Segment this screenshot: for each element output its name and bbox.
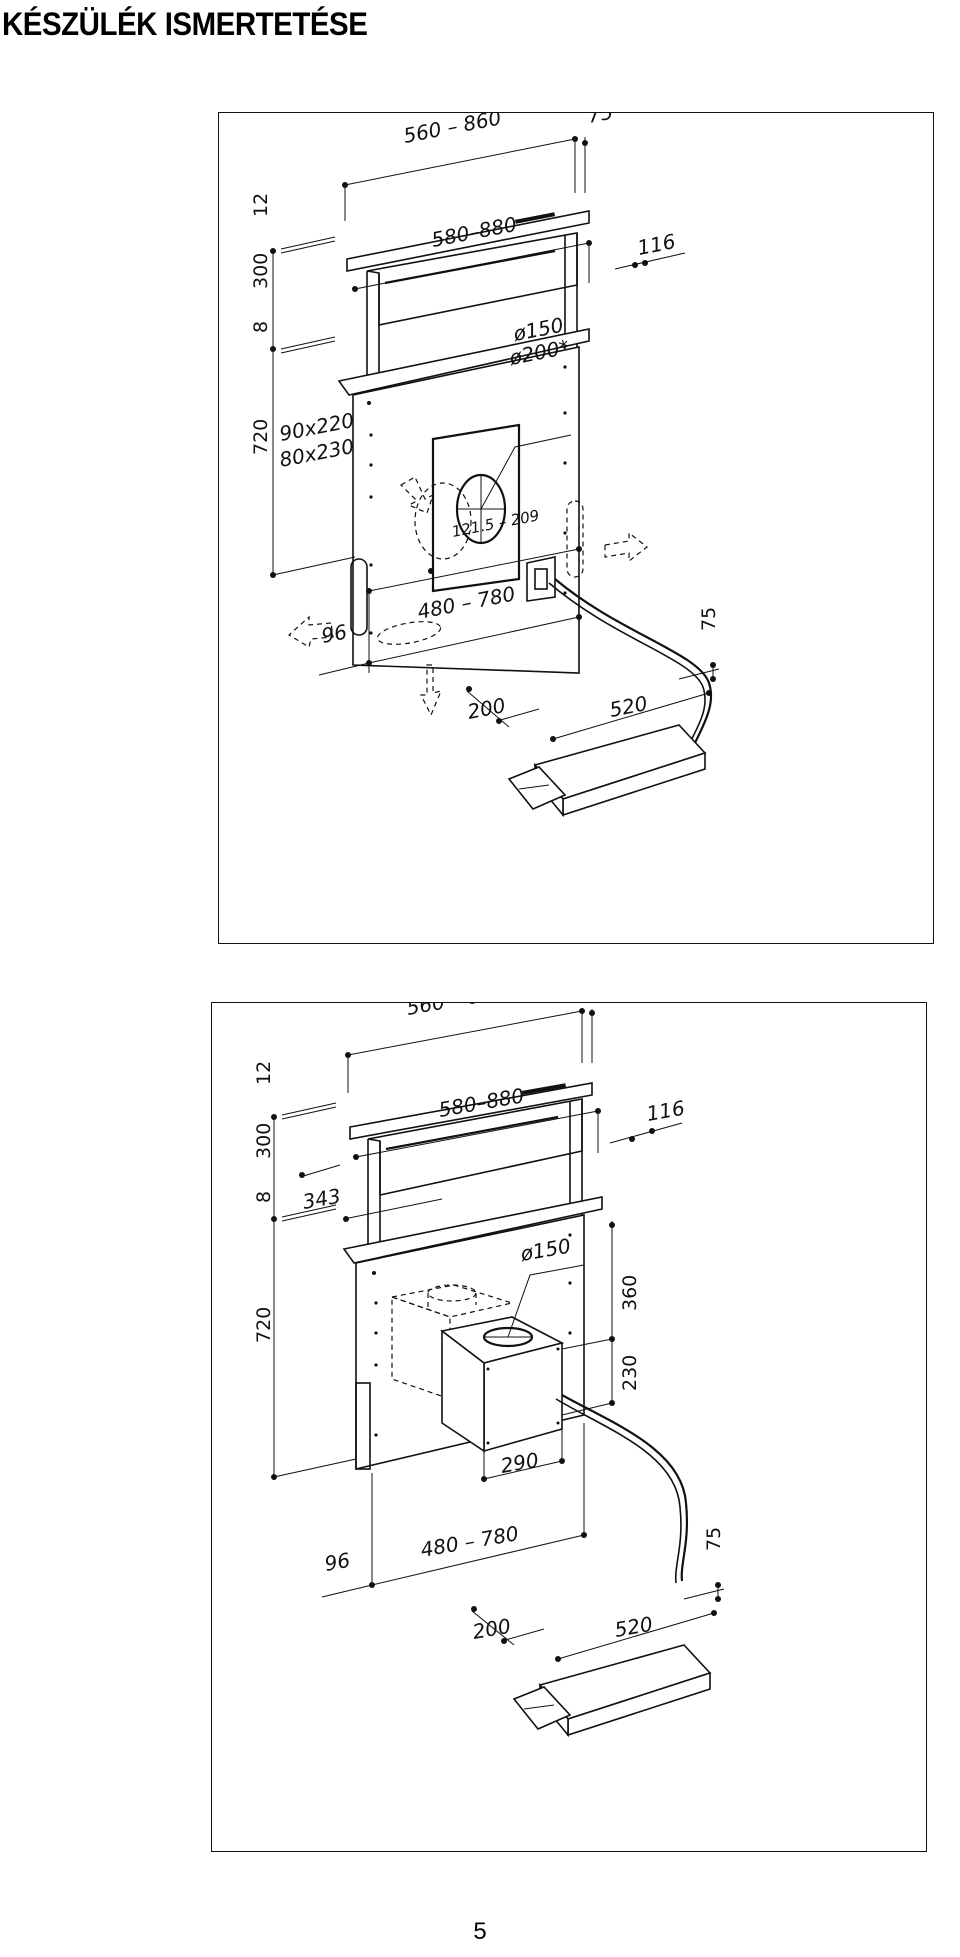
dim-inner-offset: 116 [645,1096,687,1126]
dim-motor-width: 520 [613,1612,655,1642]
top-cover [349,1082,593,1140]
airflow-arrow-down-icon [420,664,443,717]
dim-h-top: 12 [250,193,272,217]
connector-icon [534,568,548,590]
dim-h-mid: 300 [250,253,272,289]
figure-downdraft-external-motor: 560 – 860 75 580–880 116 12 300 8 720 ø1… [218,112,934,944]
technical-drawing-2: 560 – 860 75 580–880 116 12 300 8 720 ø1… [253,1003,725,1738]
side-slot-right [566,500,584,578]
dim-motor-width: 520 [607,691,649,722]
dim-h-top: 12 [253,1061,275,1085]
dim-box-depth: 343 [301,1184,343,1214]
joint-plate [337,328,590,396]
bottom-slot [376,621,442,645]
airflow-arrow-up-icon [400,476,435,514]
page-number: 5 [473,1918,487,1945]
main-body [352,346,580,674]
motor-mount [512,1686,572,1730]
airflow-arrow-right-icon [604,531,648,563]
dim-h-joint: 8 [250,321,272,333]
page-title: KÉSZÜLÉK ISMERTETÉSE [2,6,368,42]
dim-h-joint: 8 [253,1191,275,1203]
control-panel-icon [521,1083,567,1095]
dim-box-width: 290 [499,1448,541,1478]
dim-base-width: 480 – 780 [419,1521,521,1562]
screw-holes [367,365,567,635]
side-outlet-left [350,558,368,636]
dim-top-offset: 75 [585,113,615,128]
dim-h-body: 720 [250,419,272,455]
control-panel-icon [514,212,556,224]
motor-mount [507,766,567,810]
power-cable [554,578,712,764]
dim-box-height-upper: 360 [619,1275,641,1311]
dim-h-body: 720 [253,1307,275,1343]
dim-depth: 96 [323,1548,352,1576]
screw-holes [372,1233,572,1437]
top-cover [346,210,590,272]
alt-filter-box-outline [389,1284,515,1400]
dim-h-mid: 300 [253,1123,275,1159]
figure-downdraft-recirculation: 560 – 860 75 580–880 116 12 300 8 720 ø1… [211,1002,927,1852]
box-screws [486,1347,560,1445]
technical-drawing-1: 560 – 860 75 580–880 116 12 300 8 720 ø1… [250,113,720,818]
alt-duct-outline [414,482,472,560]
filter-box-front [483,1341,563,1453]
dim-motor-height: 75 [698,607,720,631]
junction-box [526,556,556,602]
dimension-lines [271,1008,725,1662]
dim-motor-height: 75 [703,1527,725,1551]
duct-plate [431,423,521,593]
joint-plate [342,1196,603,1264]
dim-box-height-lower: 230 [619,1355,641,1391]
dim-width-range: 560 – 860 [405,1003,507,1020]
power-cable [561,1394,688,1582]
dim-depth: 96 [319,619,349,647]
dimension-lines [270,136,720,742]
dim-width-range: 560 – 860 [401,113,503,148]
dim-inner-offset: 116 [635,229,677,260]
side-outlet-left [355,1382,371,1470]
dim-top-offset: 75 [589,1003,618,1006]
